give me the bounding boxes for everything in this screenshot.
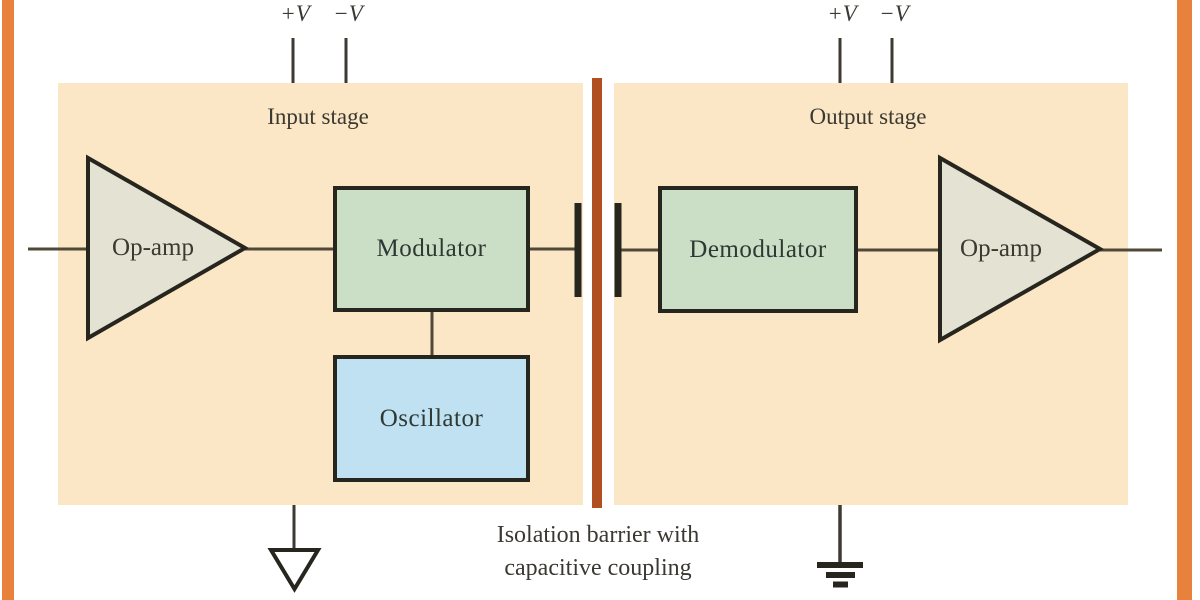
input-opamp-triangle <box>86 154 250 342</box>
oscillator-box: Oscillator <box>333 355 530 482</box>
input-stage-title: Input stage <box>267 104 369 129</box>
demodulator-label: Demodulator <box>689 235 827 263</box>
input-opamp-label: Op-amp <box>112 234 194 261</box>
right-minus-v-label: −V <box>879 1 909 26</box>
barrier-caption: Isolation barrier with capacitive coupli… <box>497 519 700 585</box>
isolation-barrier <box>592 78 602 508</box>
oscillator-label: Oscillator <box>379 404 484 432</box>
common-ground-triangle <box>267 548 322 593</box>
left-plus-v-label: +V <box>280 1 310 26</box>
modulator-label: Modulator <box>376 235 487 262</box>
barrier-caption-line2: capacitive coupling <box>504 555 692 581</box>
demodulator-box: Demodulator <box>658 186 858 313</box>
output-opamp-label: Op-amp <box>960 235 1042 262</box>
output-stage-title: Output stage <box>809 104 927 129</box>
right-plus-v-label: +V <box>827 1 857 26</box>
modulator-box: Modulator <box>333 186 530 312</box>
output-opamp-triangle <box>938 154 1105 344</box>
wires <box>28 247 1162 357</box>
right-frame-bar <box>1177 0 1192 600</box>
left-frame-bar <box>2 0 14 600</box>
left-minus-v-label: −V <box>333 1 363 26</box>
barrier-caption-line1: Isolation barrier with <box>496 522 700 548</box>
supply-leads <box>291 38 894 83</box>
earth-ground-icon <box>817 505 863 588</box>
common-ground-icon <box>267 505 322 593</box>
